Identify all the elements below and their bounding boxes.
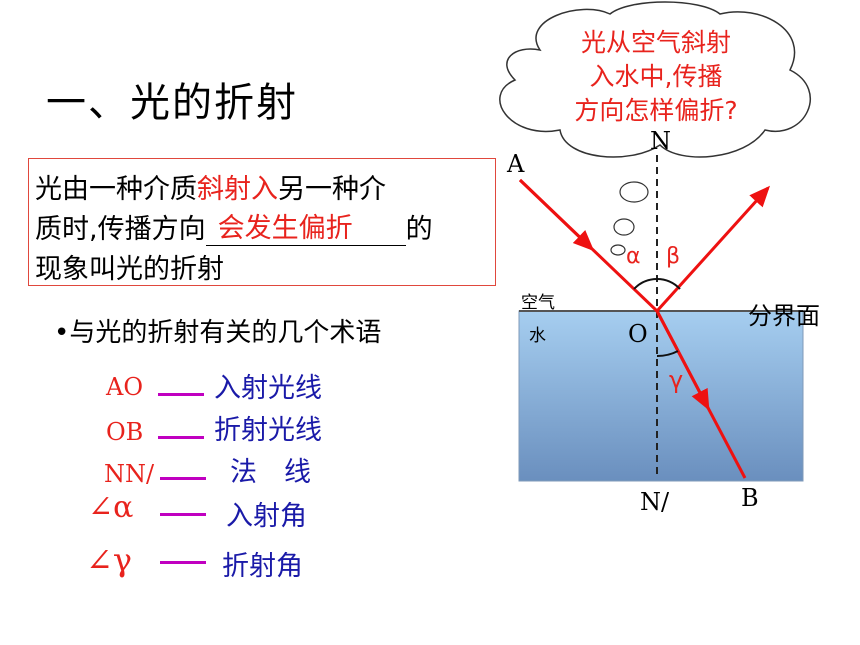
incident-ray-arrow [518,178,595,252]
definition-part2: 另一种介 [278,174,386,205]
definition-line2-start: 质时,传播方向 [35,214,206,245]
label-N: N [650,127,671,155]
term-symbol-alpha: ∠α [88,490,134,525]
page-title: 一、光的折射 [46,80,298,126]
term-name-gamma: 折射角 [222,551,303,582]
term-symbol-ob: OB [106,418,144,446]
bubble-line-1: 光从空气斜射 [580,28,731,57]
label-interface: 分界面 [748,302,820,330]
definition-highlight: 斜射入 [197,174,278,205]
label-beta: β [666,244,681,269]
label-air: 空气 [521,293,555,313]
gamma-arc [656,350,679,358]
label-B: B [741,484,759,512]
definition-box: 光由一种介质斜射入另一种介 质时,传播方向会发生偏折 的 现象叫光的折射 [28,158,496,286]
term-symbol-gamma: ∠γ [86,541,132,579]
water-region [518,310,804,482]
term-dash-ao [158,393,204,396]
label-gamma: γ [669,366,684,394]
term-symbol-nn: NN/ [104,460,155,488]
label-A: A [507,150,525,178]
thought-cloud [499,1,811,158]
term-dash-nn [160,477,206,480]
term-name-nn: 法 线 [230,457,311,488]
term-name-alpha: 入射角 [226,501,307,532]
term-symbol-ao: AO [106,373,144,401]
definition-line2-end: 的 [405,214,433,245]
term-dash-ob [158,436,204,439]
definition-line-2: 质时,传播方向会发生偏折 的 [35,207,433,246]
thought-bubble-text: 光从空气斜射 入水中,传播 方向怎样偏折? [556,26,756,128]
label-O: O [628,320,648,348]
label-N-prime: N/ [640,488,670,516]
bubble-line-3: 方向怎样偏折? [574,96,738,125]
thought-dot-medium [613,218,635,236]
thought-dot-small [610,244,626,256]
beta-arc [656,278,681,290]
answer-text: 会发生偏折 [217,213,353,244]
term-dash-alpha [160,513,206,516]
alpha-arc [633,278,658,290]
term-dash-gamma [160,561,206,564]
term-name-ob: 折射光线 [214,415,322,446]
term-name-ao: 入射光线 [214,373,322,404]
definition-line-1: 光由一种介质斜射入另一种介 [35,167,386,206]
answer-blank: 会发生偏折 [205,213,406,246]
definition-line-3: 现象叫光的折射 [35,254,224,285]
terms-heading: •与光的折射有关的几个术语 [54,318,382,348]
refracted-ray-arrow [655,310,710,411]
label-water: 水 [529,326,546,346]
reflected-ray [655,185,771,313]
label-alpha: α [626,244,641,269]
bubble-line-2: 入水中,传播 [589,62,723,91]
thought-dot-large [619,181,649,203]
definition-part1: 光由一种介质 [35,174,197,205]
